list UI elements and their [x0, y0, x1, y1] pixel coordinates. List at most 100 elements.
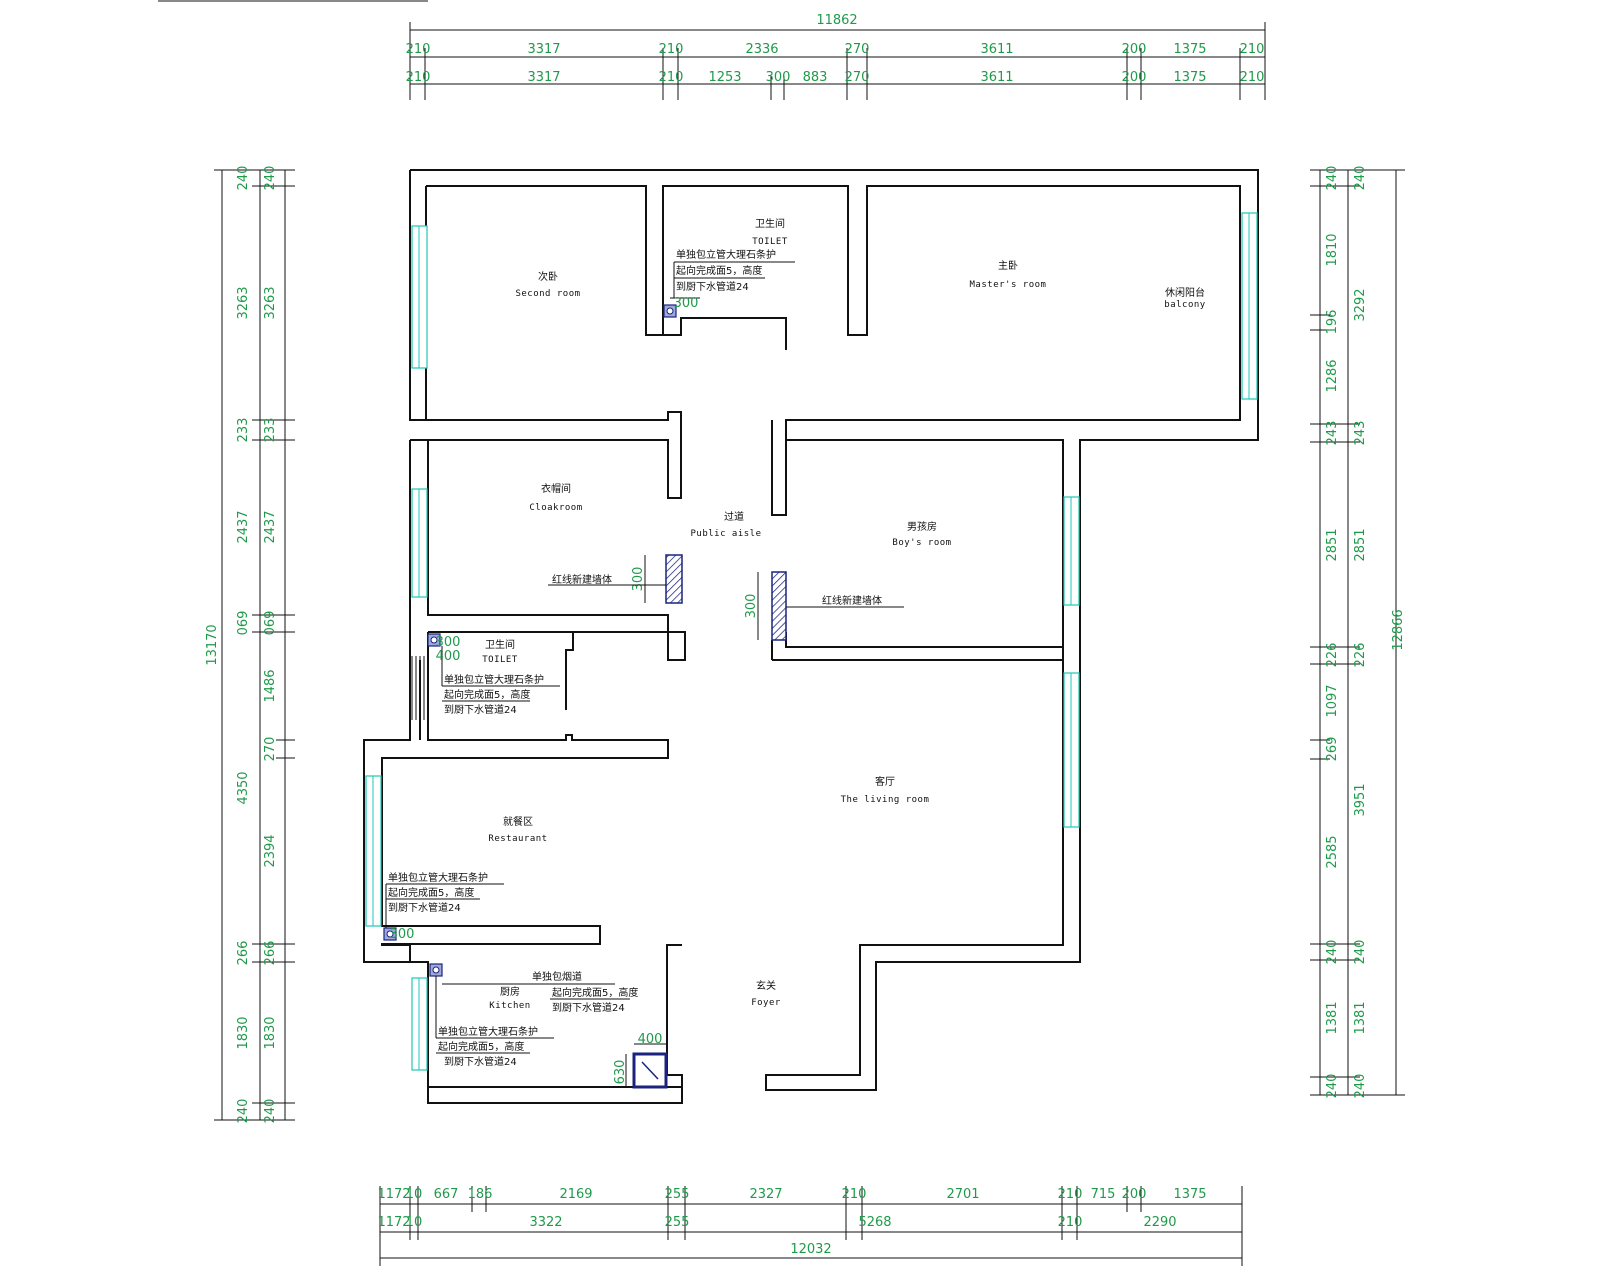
pipe-note-mid-3: 到厨下水管道24 — [444, 703, 517, 716]
room-boys-en: Boy's room — [892, 538, 951, 548]
dim-bottom-r1-9: 210 — [1058, 1187, 1083, 1202]
dim-top-r1-5: 3611 — [980, 42, 1013, 57]
room-master: 主卧 Master's room — [970, 259, 1047, 290]
room-toilet-mid-cn: 卫生间 — [485, 638, 515, 651]
room-kitchen-en: Kitchen — [489, 1001, 530, 1011]
room-master-en: Master's room — [970, 280, 1047, 290]
dim-right-o-0: 240 — [1353, 166, 1368, 191]
dim-left-i-0: 240 — [263, 166, 278, 191]
dim-right-i-6: 226 — [1325, 643, 1340, 668]
top-dimensions: 11862 210 3317 210 2336 270 3611 200 137… — [406, 13, 1266, 100]
dim-bottom-r1-1: 10 — [406, 1187, 423, 1202]
dim-bottom-r2-6: 2290 — [1143, 1215, 1176, 1230]
dim-bottom-r1-2: 667 — [434, 1187, 459, 1202]
dim-top-r2-2: 210 — [659, 70, 684, 85]
pipe-fixture-toilet-mid: 300 — [427, 633, 461, 650]
dim-top-r1-4: 270 — [845, 42, 870, 57]
dim-bottom-r2-0: 1172 — [377, 1215, 410, 1230]
dim-left-i-7: 2394 — [263, 834, 278, 867]
pipe-note-kitchen-1: 单独包立管大理石条护 — [438, 1025, 538, 1038]
dim-top-r2-3: 1253 — [708, 70, 741, 85]
dim-top-r2-10: 210 — [1240, 70, 1265, 85]
flue-note-3: 到厨下水管道24 — [552, 1001, 625, 1014]
dim-small-2: 300 — [674, 296, 699, 311]
dim-bottom-r1-7: 210 — [842, 1187, 867, 1202]
dim-left-i-8: 266 — [263, 941, 278, 966]
dim-left-i-2: 233 — [263, 418, 278, 443]
dim-small-1: 300 — [744, 594, 759, 619]
dim-right-i-9: 2585 — [1325, 835, 1340, 868]
dim-left-i-4: 069 — [263, 611, 278, 636]
dim-left-i-6: 270 — [263, 737, 278, 762]
dim-right-i-1: 1810 — [1325, 233, 1340, 266]
pipe-note-mid-1: 单独包立管大理石条护 — [444, 673, 544, 686]
pipe-note-dining: 单独包立管大理石条护 起向完成面5，高度 到厨下水管道24 — [385, 871, 504, 928]
dim-bottom-r1-8: 2701 — [946, 1187, 979, 1202]
room-boys: 男孩房 Boy's room — [892, 520, 951, 548]
room-cloakroom-en: Cloakroom — [529, 503, 582, 513]
dim-bottom-r1-12: 1375 — [1173, 1187, 1206, 1202]
dim-bottom-r2-4: 5268 — [858, 1215, 891, 1230]
dim-small-3: 300 — [436, 635, 461, 650]
pipe-note-kitchen-2: 起向完成面5，高度 — [438, 1040, 524, 1053]
pipe-note-top-3: 到厨下水管道24 — [676, 280, 749, 293]
room-master-cn: 主卧 — [998, 259, 1018, 272]
dim-top-r1-2: 210 — [659, 42, 684, 57]
dim-right-i-4: 243 — [1325, 421, 1340, 446]
room-aisle-en: Public aisle — [690, 529, 761, 539]
dim-bottom-r2-3: 255 — [665, 1215, 690, 1230]
flue-note-2: 起向完成面5，高度 — [552, 986, 638, 999]
room-living: 客厅 The living room — [841, 775, 929, 805]
dim-left-i-5: 1486 — [263, 669, 278, 702]
new-wall-right: 300 红线新建墙体 — [744, 571, 904, 641]
dim-left-o-5: 4350 — [236, 771, 251, 804]
dim-top-r1-3: 2336 — [745, 42, 778, 57]
pipe-note-dining-1: 单独包立管大理石条护 — [388, 871, 488, 884]
dim-small-0: 300 — [631, 567, 646, 592]
room-dining: 就餐区 Restaurant — [488, 815, 547, 844]
pipe-note-toilet-top: 单独包立管大理石条护 起向完成面5，高度 到厨下水管道24 — [673, 248, 795, 298]
room-foyer-cn: 玄关 — [756, 979, 776, 992]
dim-right-i-0: 240 — [1325, 166, 1340, 191]
dim-left-total: 13170 — [205, 624, 220, 665]
dim-right-o-6: 240 — [1353, 940, 1368, 965]
dim-top-r1-7: 1375 — [1173, 42, 1206, 57]
pipe-note-top-2: 起向完成面5，高度 — [676, 264, 762, 277]
flue-fixture-kitchen: 400 630 — [613, 1032, 668, 1089]
pipe-note-toilet-mid: 单独包立管大理石条护 起向完成面5，高度 到厨下水管道24 — [441, 646, 560, 716]
new-wall-left: 300 红线新建墙体 — [548, 554, 683, 604]
dim-bottom-r2-5: 210 — [1058, 1215, 1083, 1230]
dim-bottom-r1-10: 715 — [1091, 1187, 1116, 1202]
room-balcony-en: balcony — [1164, 300, 1206, 310]
dim-right-o-4: 226 — [1353, 643, 1368, 668]
dim-right-i-8: 269 — [1325, 737, 1340, 762]
dim-top-r2-0: 210 — [406, 70, 431, 85]
room-toilet-top: 卫生间 TOILET — [752, 217, 787, 247]
pipe-fixture-toilet-top: 300 — [663, 296, 700, 318]
pipe-note-kitchen: 单独包立管大理石条护 起向完成面5，高度 到厨下水管道24 — [435, 976, 554, 1068]
room-toilet-top-cn: 卫生间 — [755, 217, 785, 230]
flue-note-1: 单独包烟道 — [532, 970, 582, 983]
room-foyer: 玄关 Foyer — [751, 979, 780, 1008]
room-dining-cn: 就餐区 — [503, 815, 533, 828]
room-kitchen: 厨房 Kitchen — [489, 985, 530, 1011]
dim-bottom-r2-2: 3322 — [529, 1215, 562, 1230]
note-new-wall-left: 红线新建墙体 — [552, 573, 612, 586]
dim-left-i-3: 2437 — [263, 510, 278, 543]
right-dimensions: 12866 240 1810 196 1286 243 2851 226 109… — [1310, 166, 1406, 1098]
dim-small-5: 400 — [638, 1032, 663, 1047]
dim-right-i-7: 1097 — [1325, 684, 1340, 717]
room-public-aisle: 过道 Public aisle — [690, 510, 761, 539]
dim-left-o-8: 240 — [236, 1099, 251, 1124]
pipe-note-mid-2: 起向完成面5，高度 — [444, 688, 530, 701]
dim-top-r2-1: 3317 — [527, 70, 560, 85]
dim-top-r1-8: 210 — [1240, 42, 1265, 57]
dim-top-r2-7: 3611 — [980, 70, 1013, 85]
dim-left-o-1: 3263 — [236, 286, 251, 319]
room-cloakroom-cn: 衣帽间 — [541, 482, 571, 495]
left-dimensions: 13170 240 3263 233 2437 069 4350 266 183… — [205, 166, 295, 1124]
pipe-fixture-dining: 300 — [383, 927, 414, 942]
dim-left-o-7: 1830 — [236, 1016, 251, 1049]
dim-bottom-r1-0: 1172 — [377, 1187, 410, 1202]
